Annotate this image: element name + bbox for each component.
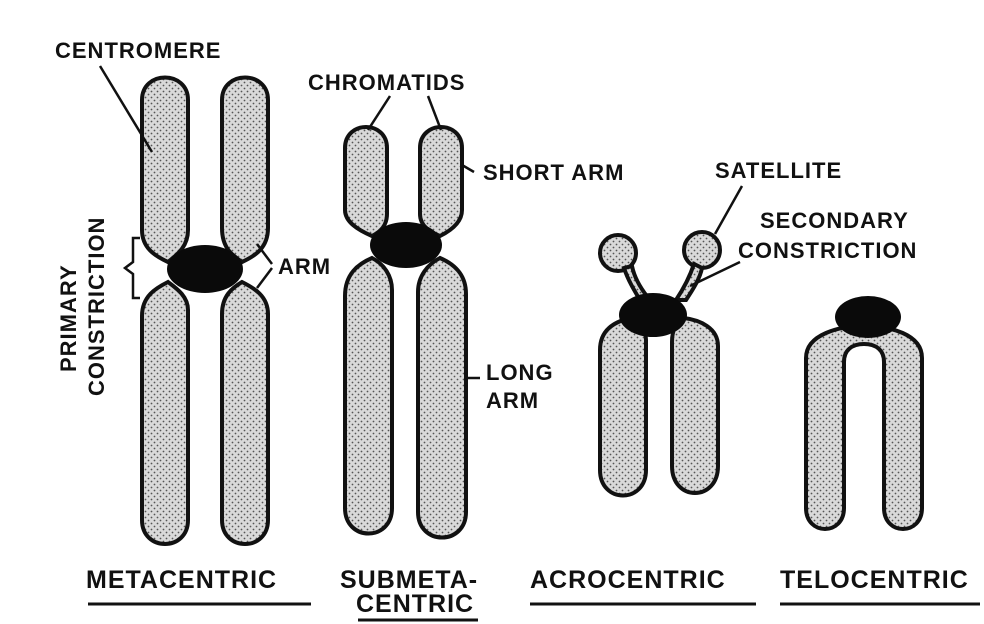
- submetacentric-centromere: [370, 222, 442, 268]
- arm-label: ARM: [278, 254, 331, 279]
- metacentric-left-lower-arm: [142, 282, 188, 544]
- metacentric-centromere: [167, 245, 243, 293]
- short-arm-label: SHORT ARM: [483, 160, 624, 185]
- telocentric-chromosome: [806, 296, 922, 529]
- satellite-label: SATELLITE: [715, 158, 842, 183]
- acrocentric-right-satellite: [684, 232, 720, 268]
- chromatids-label: CHROMATIDS: [308, 70, 465, 95]
- telocentric-chromatids: [806, 326, 922, 529]
- long-arm-label-line1: LONG: [486, 360, 554, 385]
- acrocentric-centromere: [619, 293, 687, 337]
- submetacentric-title-line2: CENTRIC: [356, 590, 474, 618]
- primary-constriction-label-line1: PRIMARY: [56, 264, 81, 372]
- secondary-constriction-label-line2: CONSTRICTION: [738, 238, 917, 263]
- submetacentric-left-short-arm: [345, 127, 387, 236]
- metacentric-title: METACENTRIC: [86, 566, 277, 594]
- acrocentric-title: ACROCENTRIC: [530, 566, 726, 594]
- type-titles: METACENTRIC SUBMETA- CENTRIC ACROCENTRIC…: [86, 566, 980, 620]
- submetacentric-right-short-arm: [420, 127, 462, 236]
- submetacentric-chromosome: [345, 127, 466, 538]
- chromatids-leader-left: [368, 96, 390, 130]
- submetacentric-right-long-arm: [418, 258, 466, 538]
- primary-constriction-bracket: [125, 238, 140, 298]
- metacentric-chromosome: [142, 78, 268, 545]
- primary-constriction-label-line2: CONSTRICTION: [84, 217, 109, 396]
- acrocentric-right-arm: [672, 318, 718, 493]
- satellite-leader: [715, 186, 742, 234]
- arm-leader-lower: [257, 268, 272, 288]
- long-arm-label-line2: ARM: [486, 388, 539, 413]
- telocentric-title: TELOCENTRIC: [780, 566, 969, 594]
- secondary-constriction-label-line1: SECONDARY: [760, 208, 909, 233]
- metacentric-right-lower-arm: [222, 282, 268, 544]
- metacentric-left-upper-arm: [142, 78, 188, 263]
- acrocentric-left-arm: [600, 318, 646, 496]
- acrocentric-chromosome: [600, 232, 720, 496]
- metacentric-right-upper-arm: [222, 78, 268, 263]
- centromere-label: CENTROMERE: [55, 38, 221, 63]
- submetacentric-left-long-arm: [345, 258, 392, 534]
- telocentric-centromere: [835, 296, 901, 338]
- chromatids-leader-right: [428, 96, 441, 130]
